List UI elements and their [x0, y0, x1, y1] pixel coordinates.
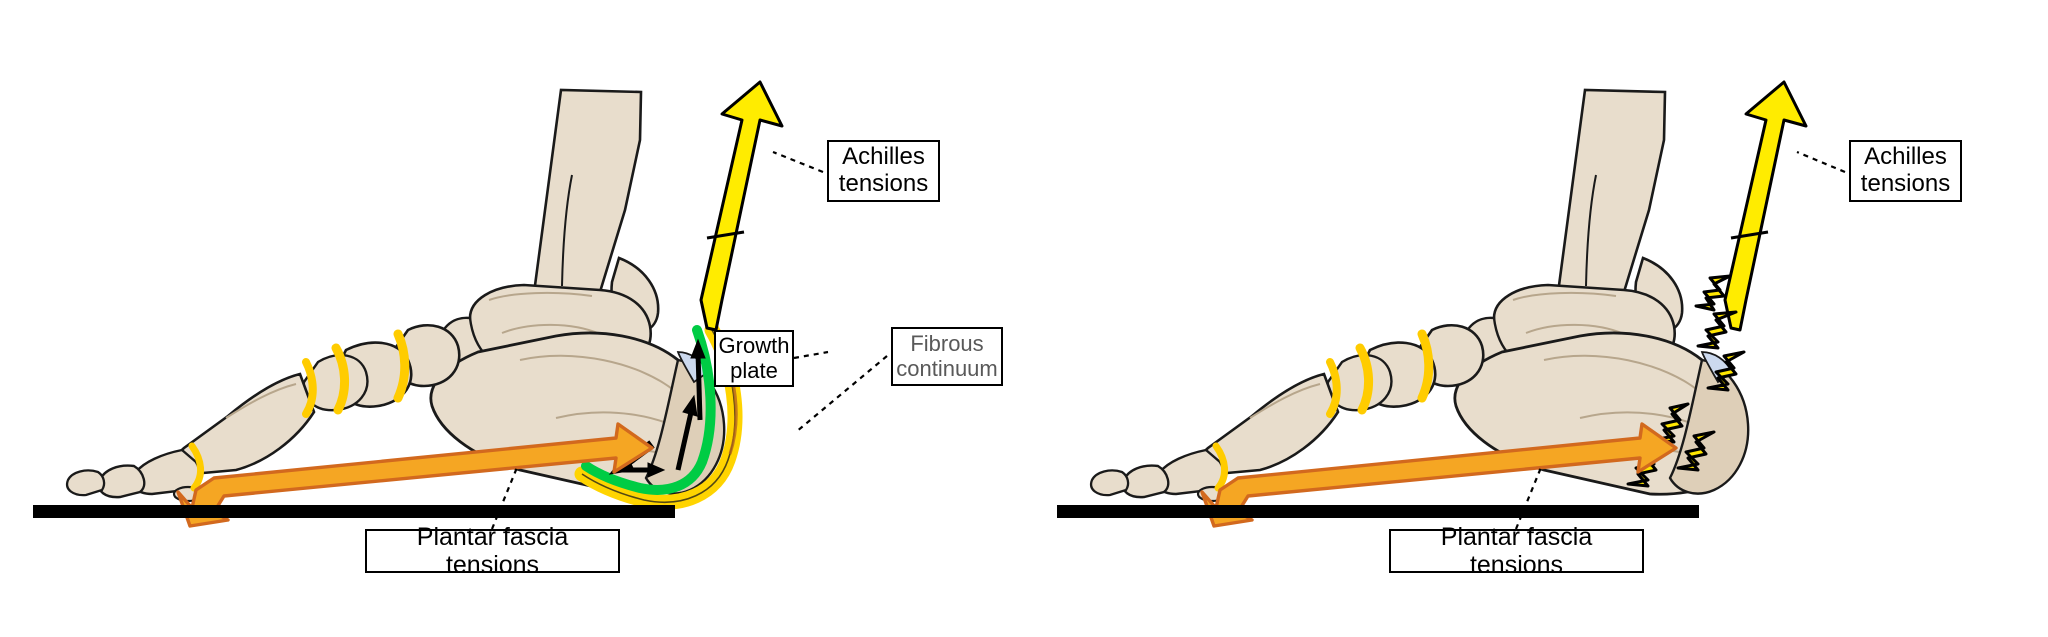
label-fibrous-continuum[interactable]: Fibrous continuum	[891, 327, 1003, 386]
label-achilles-tensions[interactable]: Achilles tensions	[827, 140, 940, 202]
ground-line	[1057, 505, 1699, 518]
label-achilles-tensions-text: Achilles tensions	[838, 143, 929, 197]
plantar-fascia-arrow	[1200, 422, 1678, 528]
label-plantar-fascia-tensions[interactable]: Plantar fascia tensions	[365, 523, 620, 579]
label-growth-plate[interactable]: Growth plate	[714, 330, 794, 387]
achilles-tension-arrow	[1723, 80, 1808, 332]
achilles-tension-arrow	[699, 80, 784, 332]
growth-plate-line	[581, 325, 716, 495]
label-achilles-tensions[interactable]: Achilles tensions	[1849, 140, 1962, 202]
label-plantar-fascia-tensions-text: Plantar fascia tensions	[416, 523, 569, 579]
leader-lines	[1514, 150, 1846, 530]
label-fibrous-continuum-text: Fibrous continuum	[896, 330, 998, 381]
normal-anatomy-panel: Achilles tensions Growth plate Fibrous c…	[33, 80, 1003, 579]
leader-lines	[490, 150, 888, 530]
pain-pathology-panel: Achilles tensions Plantar fascia tension…	[1024, 0, 2048, 637]
label-plantar-fascia-tensions-text: Plantar fascia tensions	[1440, 523, 1593, 579]
label-plantar-fascia-tensions[interactable]: Plantar fascia tensions	[1389, 523, 1644, 579]
foot-diagram-pain	[1057, 80, 1846, 530]
label-achilles-tensions-text: Achilles tensions	[1860, 143, 1951, 197]
plantar-fascia-arrow	[176, 422, 654, 528]
foot-diagram-normal	[33, 80, 888, 530]
ground-line	[33, 505, 675, 518]
label-growth-plate-text: Growth plate	[718, 332, 790, 383]
